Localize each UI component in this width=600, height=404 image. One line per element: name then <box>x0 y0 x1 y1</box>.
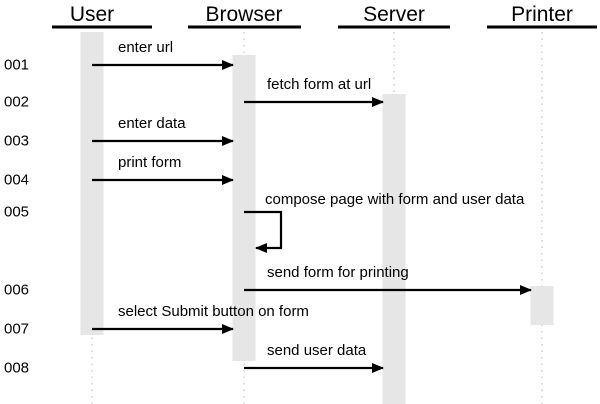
step-number-005: 005 <box>4 203 30 221</box>
actor-label-server: Server <box>363 3 425 26</box>
message-arrows-group <box>92 60 532 373</box>
activation-bar-browser <box>232 55 256 361</box>
step-number-008: 008 <box>4 359 30 377</box>
step-number-002: 002 <box>4 93 30 111</box>
step-number-001: 001 <box>4 56 30 74</box>
message-label-004: print form <box>118 154 182 171</box>
message-label-003: enter data <box>118 115 186 132</box>
step-number-007: 007 <box>4 320 30 338</box>
actor-label-printer: Printer <box>511 3 573 26</box>
activation-bar-server <box>382 94 406 404</box>
step-number-003: 003 <box>4 132 30 150</box>
message-label-001: enter url <box>118 39 174 56</box>
message-label-005: compose page with form and user data <box>265 191 525 208</box>
activation-bars-group <box>80 32 554 404</box>
activation-bar-printer <box>530 286 554 325</box>
self-message-arrow-005 <box>244 210 283 253</box>
message-label-002: fetch form at url <box>267 76 372 93</box>
message-label-006: send form for printing <box>267 264 409 281</box>
actor-label-browser: Browser <box>205 3 283 26</box>
step-number-006: 006 <box>4 281 30 299</box>
message-label-008: send user data <box>267 342 367 359</box>
actor-label-user: User <box>69 3 115 26</box>
step-number-004: 004 <box>4 171 30 189</box>
activation-bar-user <box>80 32 104 335</box>
message-label-007: select Submit button on form <box>118 303 309 320</box>
